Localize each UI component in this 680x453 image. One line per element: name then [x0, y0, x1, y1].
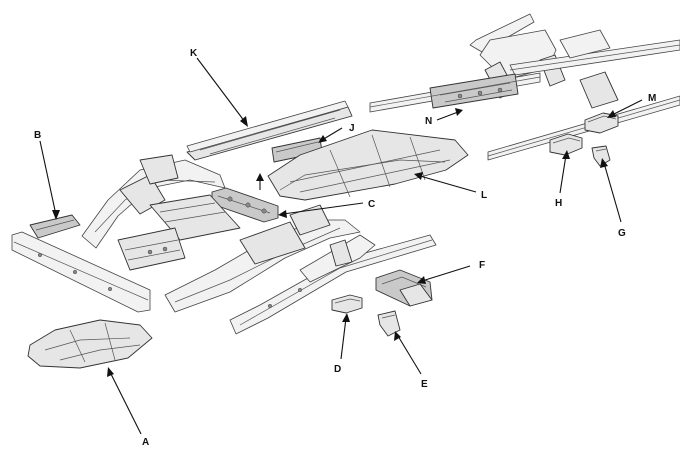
bracket-d	[331, 294, 363, 314]
callout-l: L	[481, 190, 487, 201]
callout-a: A	[142, 437, 149, 448]
bracket-m	[584, 112, 619, 134]
callout-j: J	[349, 123, 355, 134]
callout-e: E	[421, 379, 428, 390]
callout-g: G	[618, 228, 626, 239]
callout-h: H	[555, 198, 562, 209]
skid-plate-a	[27, 319, 153, 369]
callout-f: F	[479, 260, 485, 271]
assembled-frame-n	[369, 13, 680, 161]
bracket-h	[549, 133, 583, 156]
leader-lines	[39, 57, 643, 435]
callout-k: K	[190, 48, 198, 59]
callout-d: D	[334, 364, 341, 375]
callout-b: B	[34, 130, 41, 141]
callout-m: M	[648, 93, 656, 104]
bracket-f	[375, 269, 433, 307]
bracket-b	[29, 214, 81, 239]
gusset-e	[377, 310, 401, 337]
floor-pan-l	[267, 129, 469, 201]
callout-n: N	[425, 116, 432, 127]
exploded-frame-main	[11, 154, 437, 335]
callout-c: C	[368, 199, 375, 210]
panel-k	[186, 100, 353, 161]
